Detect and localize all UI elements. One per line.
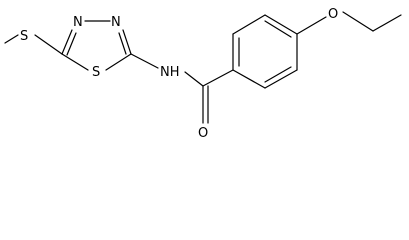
bond-n3-c2-double <box>118 32 127 55</box>
bond-inner-3 <box>264 66 292 83</box>
bond-ring-s-c5 <box>61 53 89 71</box>
bond-c5-c6 <box>264 69 298 89</box>
atom-label-n4: N <box>73 15 83 30</box>
bond-c5-n4-double <box>66 32 77 56</box>
atom-label-ring-s: S <box>92 65 100 80</box>
bond-c2-ring-s <box>105 53 132 71</box>
bond-amide-n-carbonyl-c <box>184 71 204 87</box>
bond-n3-c2 <box>122 29 132 55</box>
chemical-structure-diagram: S S N N NH O O <box>4 7 402 141</box>
bond-ch2-ch3 <box>372 14 402 32</box>
atom-label-amide-nh: NH <box>160 65 180 80</box>
bond-c6-c1 <box>232 69 266 89</box>
atom-label-n3: N <box>111 15 121 30</box>
structure-canvas: S S N N NH O O <box>4 7 402 141</box>
atom-label-ether-o: O <box>328 7 338 22</box>
atom-labels: S S N N NH O O <box>20 7 338 141</box>
bond-s-c5 <box>34 34 63 55</box>
bond-lines <box>4 11 402 124</box>
bond-c3-c4 <box>264 14 298 35</box>
bond-methyl-s <box>4 34 19 44</box>
atom-label-carbonyl-o: O <box>198 126 208 141</box>
bond-inner-2 <box>264 20 292 38</box>
bond-ring-ether-o <box>296 16 327 35</box>
atom-label-methyl-s: S <box>20 29 28 44</box>
bond-c5-n4 <box>61 29 73 55</box>
bond-ether-o-ch2 <box>342 11 374 32</box>
bond-c2-amide-n <box>130 53 159 69</box>
bond-c2-c3 <box>232 14 266 35</box>
bond-carbonyl-ring <box>202 69 234 87</box>
